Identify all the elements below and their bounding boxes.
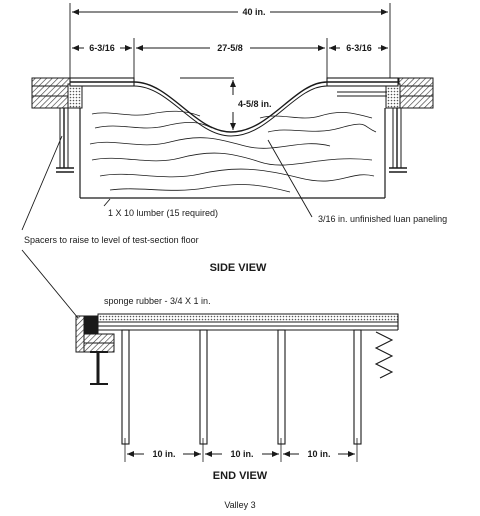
end-spacing-dims: 10 in. 10 in. 10 in. bbox=[124, 438, 358, 462]
end-left-edge bbox=[75, 315, 115, 353]
end-i-beam bbox=[90, 351, 108, 385]
break-line bbox=[374, 331, 394, 379]
lumber-leader bbox=[103, 198, 111, 207]
lumber-post bbox=[199, 329, 208, 445]
figure-caption: Valley 3 bbox=[224, 500, 255, 510]
label-sponge-rubber: sponge rubber - 3/4 X 1 in. bbox=[104, 296, 211, 306]
lumber-post bbox=[277, 329, 286, 445]
lumber-post bbox=[121, 329, 130, 445]
dim-overall-40: 40 in. bbox=[69, 3, 391, 82]
lumber-box bbox=[79, 108, 386, 199]
right-spacer-support bbox=[389, 107, 407, 173]
valley-paneling bbox=[70, 81, 398, 137]
label-lumber: 1 X 10 lumber (15 required) bbox=[108, 208, 218, 218]
dim-center-label: 27-5/8 bbox=[217, 43, 243, 53]
dim-overall-label: 40 in. bbox=[242, 7, 265, 17]
dim-row-segments: 6-3/16 27-5/8 6-3/16 bbox=[72, 38, 388, 82]
dim-depth-label: 4-5/8 in. bbox=[238, 99, 272, 109]
end-top-panel bbox=[97, 313, 399, 331]
sponge-rubber bbox=[83, 315, 99, 335]
dim-left-label: 6-3/16 bbox=[89, 43, 115, 53]
side-view-title: SIDE VIEW bbox=[210, 262, 267, 274]
spacer-leader-up bbox=[21, 135, 63, 231]
dim-depth: 4-5/8 in. bbox=[180, 77, 272, 130]
paneling-leader bbox=[267, 139, 313, 218]
end-lumber-posts bbox=[121, 329, 362, 445]
left-spacer-support bbox=[56, 107, 74, 173]
dim-right-label: 6-3/16 bbox=[346, 43, 372, 53]
label-paneling: 3/16 in. unfinished luan paneling bbox=[318, 214, 447, 224]
label-spacers: Spacers to raise to level of test-sectio… bbox=[24, 235, 199, 245]
end-view: sponge rubber - 3/4 X 1 in. 10 in. 10 in… bbox=[75, 296, 399, 482]
spacing-label: 10 in. bbox=[307, 449, 330, 459]
spacing-label: 10 in. bbox=[152, 449, 175, 459]
end-view-title: END VIEW bbox=[213, 470, 268, 482]
side-view: 40 in. 6-3/16 27-5/8 6-3/16 bbox=[21, 3, 447, 319]
spacing-label: 10 in. bbox=[230, 449, 253, 459]
lumber-post bbox=[353, 329, 362, 445]
spacer-leader-down bbox=[21, 249, 79, 319]
